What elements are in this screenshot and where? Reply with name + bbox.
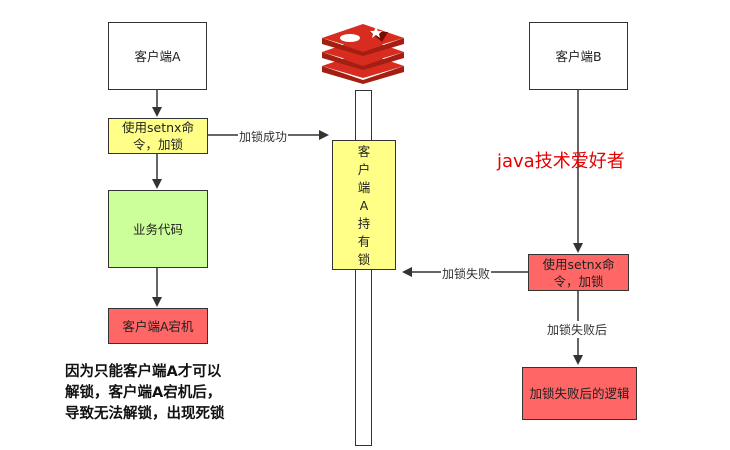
note-line-2: 解锁，客户端A宕机后，	[65, 385, 222, 401]
setnx-a-label: 使用setnx命令，加锁	[122, 120, 194, 152]
holder-char: A	[359, 197, 369, 213]
setnx-a-box: 使用setnx命令，加锁	[108, 118, 208, 154]
client-a-crash-label: 客户端A宕机	[122, 318, 194, 334]
holder-char: 锁	[357, 251, 371, 267]
holder-char: 持	[357, 215, 371, 231]
deadlock-note: 因为只能客户端A才可以 解锁，客户端A宕机后， 导致无法解锁，出现死锁	[65, 362, 225, 425]
holder-char: 端	[357, 179, 371, 195]
lock-holder-text: 客 户 端 A 持 有 锁	[358, 143, 371, 268]
holder-char: 有	[357, 233, 371, 249]
note-line-1: 因为只能客户端A才可以	[65, 364, 222, 380]
client-a-crash-box: 客户端A宕机	[108, 308, 208, 344]
client-b-label: 客户端B	[555, 48, 602, 64]
client-a-box: 客户端A	[108, 22, 207, 90]
client-b-box: 客户端B	[529, 22, 628, 90]
note-line-3: 导致无法解锁，出现死锁	[65, 406, 225, 422]
after-fail-label: 加锁失败后	[546, 321, 609, 338]
business-code-box: 业务代码	[108, 190, 208, 268]
holder-char: 户	[357, 161, 371, 177]
lock-holder-box: 客 户 端 A 持 有 锁	[332, 140, 396, 270]
after-fail-logic-label: 加锁失败后的逻辑	[529, 386, 630, 401]
setnx-b-box: 使用setnx命令，加锁	[528, 254, 629, 291]
client-a-label: 客户端A	[134, 48, 181, 64]
holder-char: 客	[357, 143, 371, 159]
watermark-text: java技术爱好者	[497, 151, 625, 172]
lock-fail-label: 加锁失败	[441, 265, 492, 282]
setnx-b-label: 使用setnx命令，加锁	[542, 256, 615, 289]
after-fail-logic-box: 加锁失败后的逻辑	[522, 367, 637, 420]
business-code-label: 业务代码	[132, 221, 183, 237]
redis-logo-icon	[322, 24, 404, 84]
lock-success-label: 加锁成功	[238, 128, 289, 145]
